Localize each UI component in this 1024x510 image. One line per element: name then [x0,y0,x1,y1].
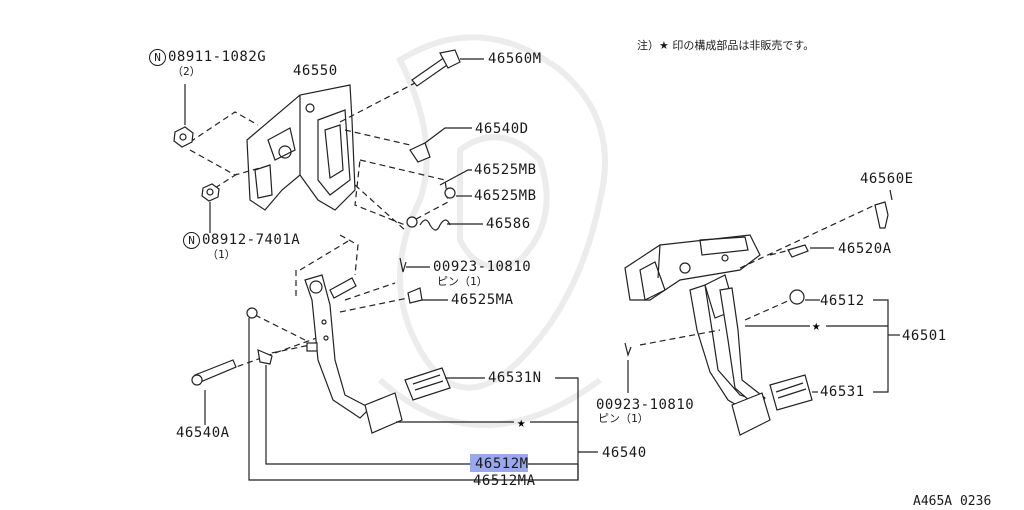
part-00923-10810-b[interactable]: 00923-10810 [596,397,695,413]
part-46501[interactable]: 46501 [902,328,947,344]
pin-00923-b [624,342,632,393]
part-00923-10810-a[interactable]: 00923-10810 [433,259,532,275]
leader-lines-right [745,299,900,393]
star-icon: ★ [517,415,526,431]
part-46540A[interactable]: 46540A [176,425,230,441]
part-46540D[interactable]: 46540D [475,121,529,137]
bolt-46540D [409,127,472,163]
leader-lines-left [248,318,598,481]
pedal-pad-46531N [404,367,485,401]
nut-marker-icon: N [149,49,166,66]
part-08911-qty: （2） [172,65,201,78]
nut-08911 [173,126,194,148]
part-46525MB-1[interactable]: 46525MB [474,162,537,178]
part-46512MA[interactable]: 46512MA [473,473,536,489]
bracket-46550 [246,84,356,211]
bolt-46540A [191,359,237,425]
part-46525MA[interactable]: 46525MA [451,292,514,308]
pedal-arm-46501 [689,284,766,411]
part-00923-a-note: ピン（1） [437,275,488,288]
nut-marker-icon: N [183,232,200,249]
bolt-46520A [787,244,834,258]
part-46586[interactable]: 46586 [486,216,531,232]
part-46531[interactable]: 46531 [820,384,865,400]
bracket-46501 [624,234,761,319]
part-46560E[interactable]: 46560E [860,171,914,187]
pedal-pad-right [731,392,771,436]
nut-08912 [201,183,220,202]
pin-00923-a [399,257,430,273]
part-46525MB-2[interactable]: 46525MB [474,188,537,204]
dashed-leaders-right [639,204,876,346]
diagram-code: A465A 0236 [913,494,992,509]
clip-46560E [874,189,893,229]
part-46520A[interactable]: 46520A [838,241,892,257]
bolt-46560M [411,49,484,87]
selected-part-highlight [470,454,528,472]
star-icon: ★ [812,318,821,334]
part-08912-qty: （1） [207,248,236,261]
part-08911-1082G[interactable]: 08911-1082G [168,49,267,65]
bushing-46525MA [407,287,448,304]
part-46560M[interactable]: 46560M [488,51,542,67]
stopper-46512 [246,307,318,365]
part-46512M[interactable]: 46512M [475,456,529,472]
spring-46586 [419,219,483,231]
pedal-pad-46531 [769,374,818,411]
part-08912-7401A[interactable]: 08912-7401A [202,232,301,248]
bushing-46525MB [406,169,472,228]
watermark [377,34,608,428]
bushing-46512-right [789,289,820,305]
part-46550[interactable]: 46550 [293,63,338,79]
part-46512[interactable]: 46512 [820,293,865,309]
part-46531N[interactable]: 46531N [488,370,542,386]
part-46540[interactable]: 46540 [602,445,647,461]
pedal-pad-left [364,392,403,434]
part-00923-b-note: ピン（1） [598,412,649,425]
diagram-note: 注）★ 印の構成部品は非販売です。 [637,39,815,52]
